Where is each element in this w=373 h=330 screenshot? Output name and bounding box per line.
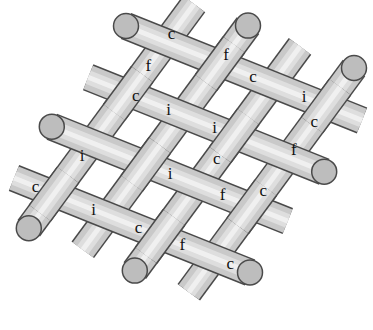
crossing-label: c <box>226 255 234 272</box>
warp-over-crossing <box>132 145 160 183</box>
yarn-layer <box>220 117 248 155</box>
crossing-label: f <box>145 57 151 74</box>
yarn-end <box>312 159 337 184</box>
crossing-label: c <box>310 113 318 130</box>
yarn-end <box>39 114 64 139</box>
yarn-layer <box>40 175 68 213</box>
warp-over-crossing <box>40 175 68 213</box>
yarn-layer <box>132 145 160 183</box>
yarn-layer <box>220 117 248 155</box>
yarn-layer <box>40 175 68 213</box>
yarn-layer <box>132 145 160 183</box>
yarn-layer <box>220 117 248 155</box>
yarn-layer <box>114 74 142 112</box>
yarn-layer <box>114 74 142 112</box>
yarn-layer <box>146 217 174 255</box>
yarn-end <box>238 260 263 285</box>
crossing-label: c <box>132 87 140 104</box>
crossing-label: i <box>168 165 173 182</box>
yarn-end <box>342 56 367 81</box>
warp-over-crossing <box>220 117 248 155</box>
yarn-end <box>236 13 261 38</box>
crossing-label: i <box>80 147 85 164</box>
yarn-layer <box>132 145 160 183</box>
crossing-label: f <box>220 186 226 203</box>
crossing-label: f <box>180 236 186 253</box>
yarn-layer <box>114 74 142 112</box>
warp-over-crossing <box>206 45 234 83</box>
yarn-layer <box>206 45 234 83</box>
crossing-label: i <box>302 88 307 105</box>
yarn-layer <box>206 45 234 83</box>
yarn-layer <box>146 217 174 255</box>
crossing-label: c <box>213 150 221 167</box>
crossing-label: i <box>212 119 217 136</box>
crossing-label: c <box>168 25 176 42</box>
crossing-label: f <box>291 140 297 157</box>
crossing-label: i <box>166 100 171 117</box>
crossing-label: f <box>223 46 229 63</box>
warp-over-crossing <box>146 217 174 255</box>
warp-over-crossing <box>114 74 142 112</box>
yarn-end <box>122 258 147 283</box>
crossing-label: c <box>260 182 268 199</box>
yarn-layer <box>146 217 174 255</box>
yarn-layer <box>132 145 160 183</box>
yarn-layer <box>206 45 234 83</box>
crossing-label: c <box>32 177 40 194</box>
yarn-layer <box>220 117 248 155</box>
yarn-layer <box>114 74 142 112</box>
yarn-layer <box>146 217 174 255</box>
crossing-label: i <box>91 200 96 217</box>
yarn-layer <box>40 175 68 213</box>
yarn-end <box>16 216 41 241</box>
crossing-label: c <box>249 67 257 84</box>
yarn-layer <box>40 175 68 213</box>
yarn-end <box>114 14 139 39</box>
yarn-layer <box>206 45 234 83</box>
crossing-label: c <box>135 218 143 235</box>
